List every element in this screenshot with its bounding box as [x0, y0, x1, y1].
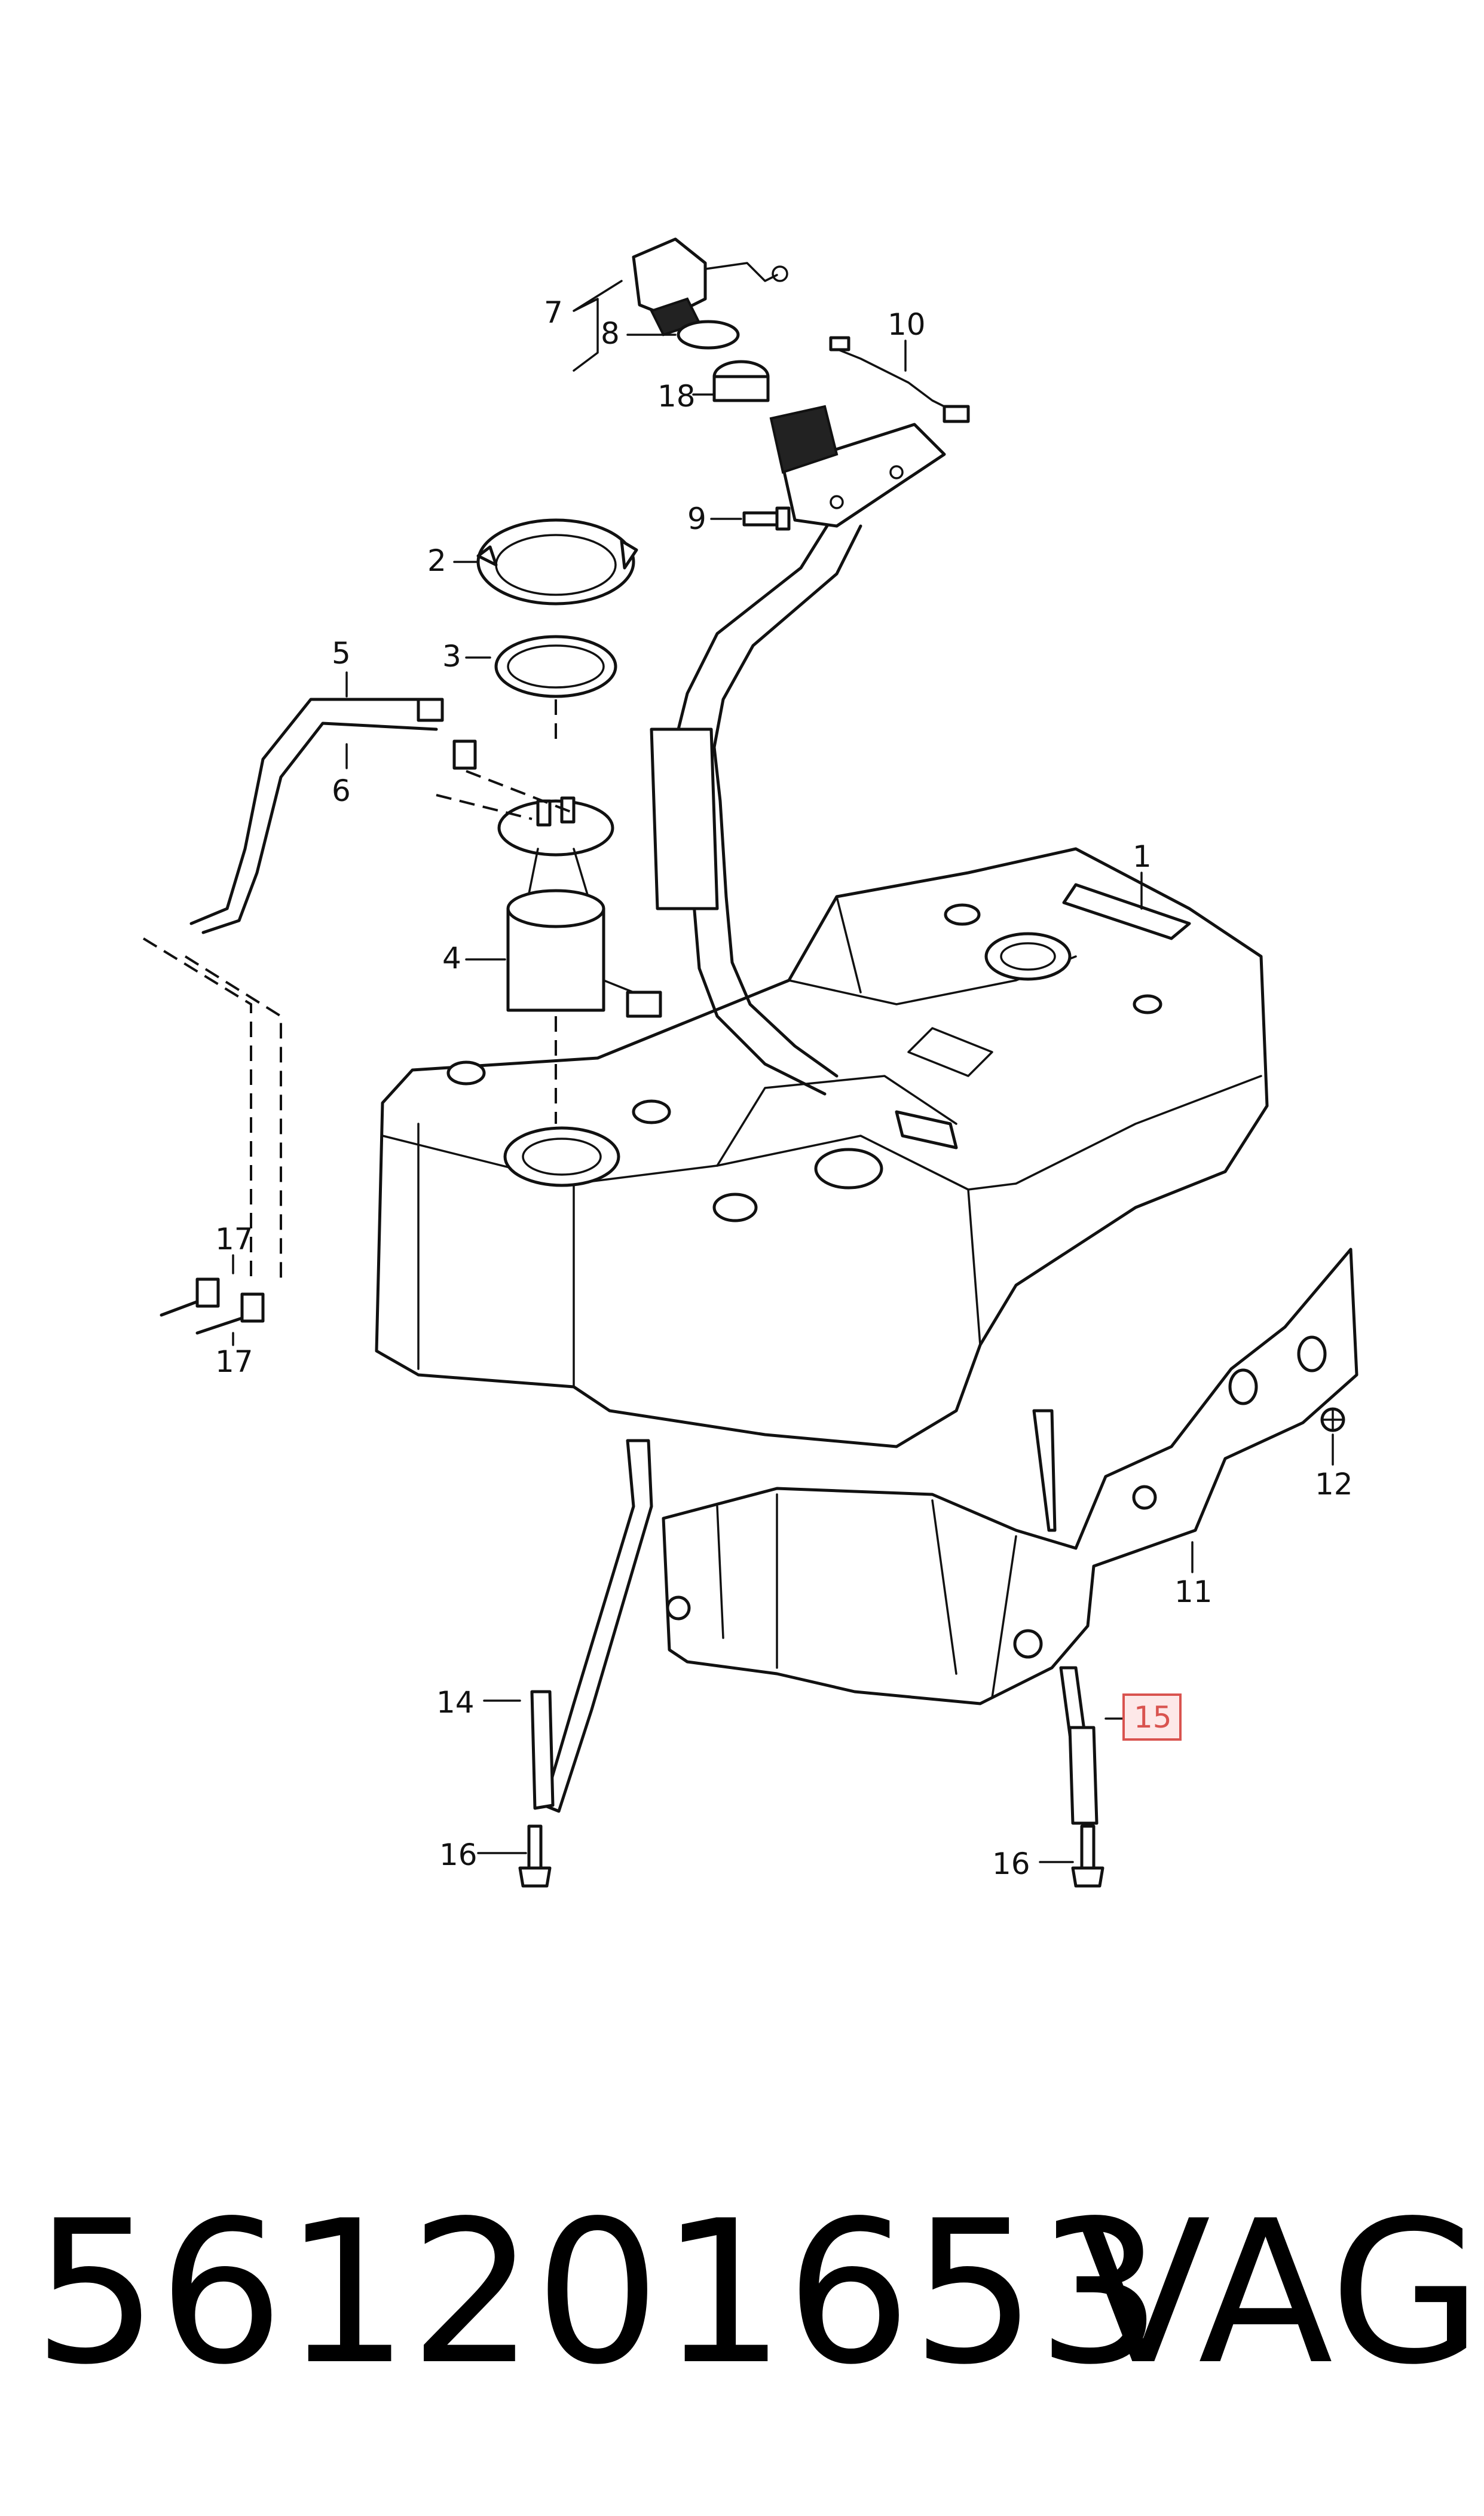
- callout-12: 12: [1315, 1467, 1353, 1502]
- callout-17-upper: 17: [215, 1222, 253, 1257]
- callout-10: 10: [888, 307, 926, 342]
- callout-6: 6: [332, 774, 351, 808]
- callout-5: 5: [332, 636, 351, 671]
- bolt-left: [518, 1824, 552, 1888]
- callout-18: 18: [657, 379, 696, 414]
- fuel-pump-module: [497, 796, 662, 1124]
- filler-cup: [712, 360, 839, 474]
- callout-16-right: 16: [992, 1847, 1030, 1881]
- callout-3: 3: [442, 639, 461, 674]
- fuel-lines: [142, 698, 574, 1285]
- callout-8: 8: [601, 316, 620, 351]
- screw: [742, 506, 791, 531]
- seal-gasket: [494, 635, 617, 741]
- line-connector-lower: [195, 1292, 265, 1335]
- callout-1: 1: [1133, 839, 1152, 874]
- callout-7: 7: [544, 295, 563, 330]
- callout-15: 15: [1134, 1700, 1172, 1735]
- bolt-right: [1071, 1824, 1104, 1888]
- tank-strap-left: [530, 1409, 1057, 1813]
- nut: [1320, 1407, 1345, 1432]
- leader-lines: [232, 280, 1334, 1863]
- tank-strap-right: [1059, 1666, 1099, 1825]
- part-number: 561201653: [33, 2178, 1162, 2408]
- locking-ring: [476, 518, 638, 606]
- callout-9: 9: [687, 502, 706, 536]
- callout-15-highlight: [1122, 1693, 1182, 1741]
- callout-14: 14: [436, 1685, 475, 1720]
- callout-11: 11: [1174, 1575, 1213, 1609]
- callout-16-left: 16: [439, 1838, 478, 1872]
- fuel-cap: [632, 237, 788, 337]
- callout-2: 2: [427, 543, 446, 578]
- callout-17-lower: 17: [215, 1344, 253, 1379]
- seal-ring: [677, 320, 740, 350]
- line-connector-upper: [160, 1277, 220, 1317]
- callout-4: 4: [442, 941, 461, 976]
- heat-shield: [662, 1248, 1358, 1705]
- brand-name: VAG: [1076, 2178, 1482, 2408]
- sensor-cable: [829, 336, 970, 423]
- fuel-tank: [375, 847, 1269, 1448]
- filler-neck: [650, 423, 946, 1096]
